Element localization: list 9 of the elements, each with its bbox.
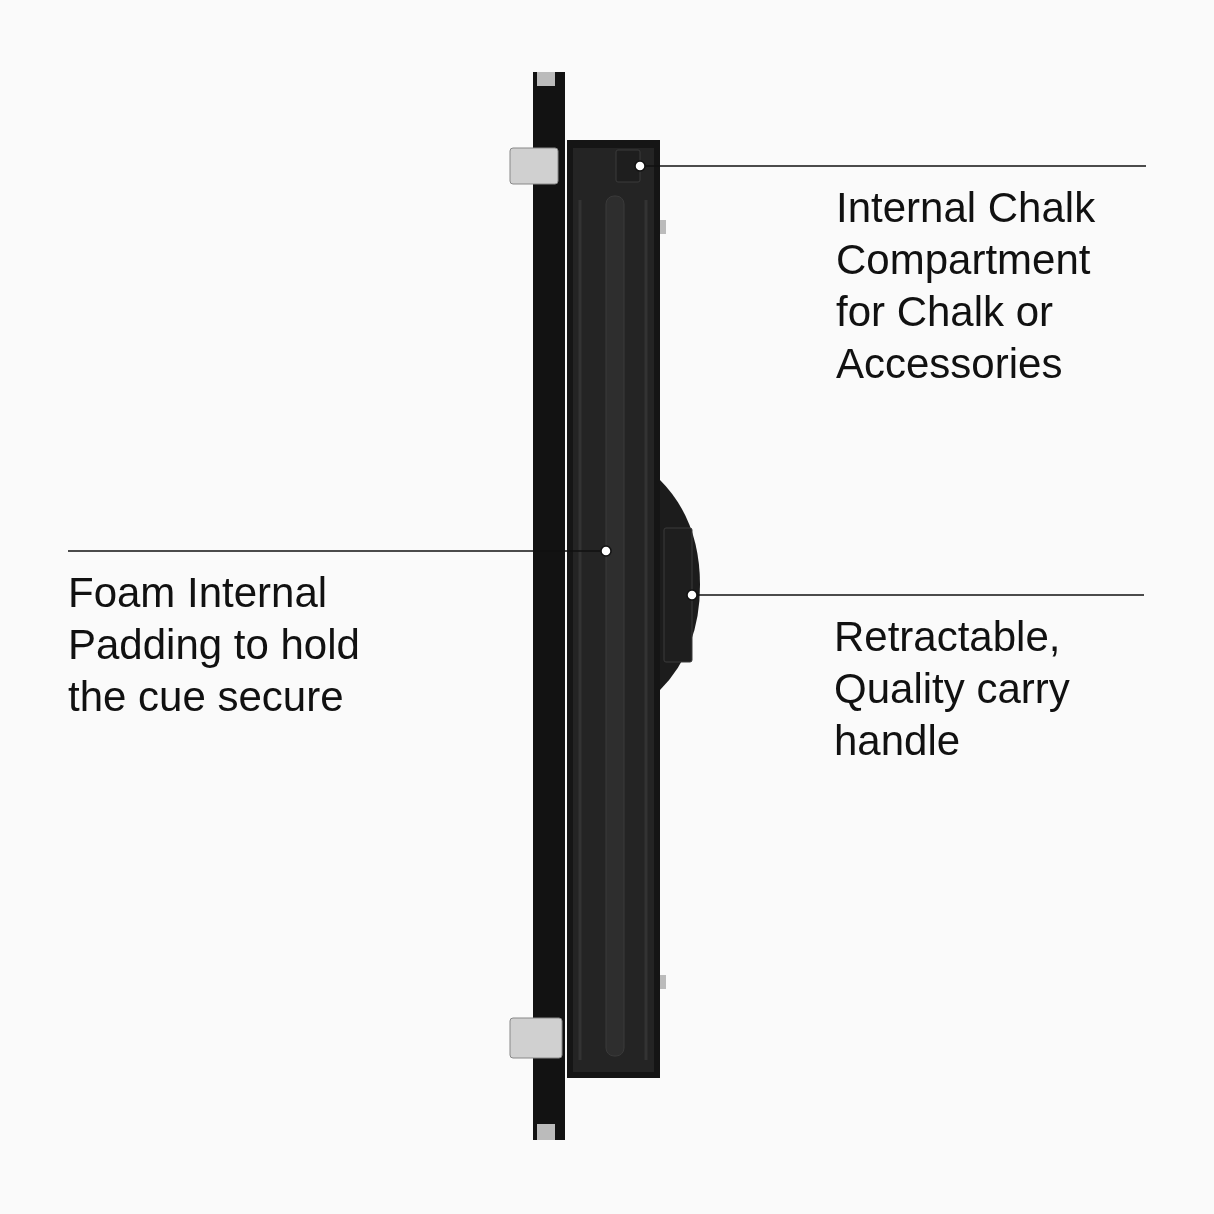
leader-line [686,589,1145,601]
callout-label: Retractable, Quality carry handle [834,612,1071,766]
foam-padding [605,195,625,1057]
chalk-compartment [615,149,641,183]
leader-line [634,160,1147,172]
callout-label: Foam Internal Padding to hold the cue secure [68,568,361,722]
carry-handle [663,527,693,663]
callout-label: Internal Chalk Compartment for Chalk or Accessories [836,183,1097,389]
leader-line [67,545,612,557]
